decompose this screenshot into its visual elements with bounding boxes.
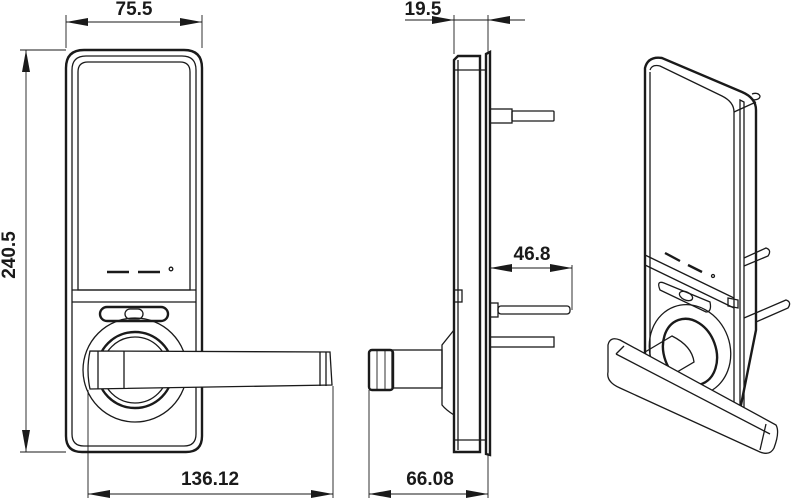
dim-front-height: 240.5 xyxy=(0,49,66,453)
side-view xyxy=(367,50,571,457)
dim-side-thickness-label: 19.5 xyxy=(405,0,442,20)
perspective-lever xyxy=(607,338,779,454)
dim-front-height-label: 240.5 xyxy=(0,231,20,279)
lever-handle xyxy=(87,350,333,390)
dim-side-projection: 66.08 xyxy=(368,390,489,498)
front-view xyxy=(64,48,333,454)
dim-spindle-length: 46.8 xyxy=(490,244,573,310)
front-body-outline xyxy=(64,48,204,454)
indicator-dot xyxy=(168,266,174,272)
perspective-pin-top xyxy=(743,247,771,267)
perspective-view xyxy=(607,56,791,454)
perspective-button-pill xyxy=(658,281,712,313)
dim-side-projection-label: 66.08 xyxy=(406,469,454,490)
perspective-indicator-2 xyxy=(687,263,703,274)
dim-spindle-length-label: 46.8 xyxy=(514,244,551,265)
dim-side-thickness: 19.5 xyxy=(405,0,525,54)
perspective-indicator-1 xyxy=(664,251,681,263)
side-lever-shaft xyxy=(391,349,443,389)
side-body xyxy=(452,54,482,454)
dim-lever-length-label: 136.12 xyxy=(181,469,239,490)
display-panel xyxy=(77,61,191,291)
dim-lever-length: 136.12 xyxy=(87,386,334,498)
dim-front-width: 75.5 xyxy=(65,0,203,48)
dim-front-width-label: 75.5 xyxy=(116,0,153,20)
button-pill xyxy=(98,305,170,323)
perspective-pin-lower xyxy=(743,299,791,323)
mounting-spindle-lower xyxy=(489,336,555,348)
side-lever-end xyxy=(367,348,395,392)
perspective-body xyxy=(643,56,758,412)
mounting-spindle-top xyxy=(489,108,513,124)
